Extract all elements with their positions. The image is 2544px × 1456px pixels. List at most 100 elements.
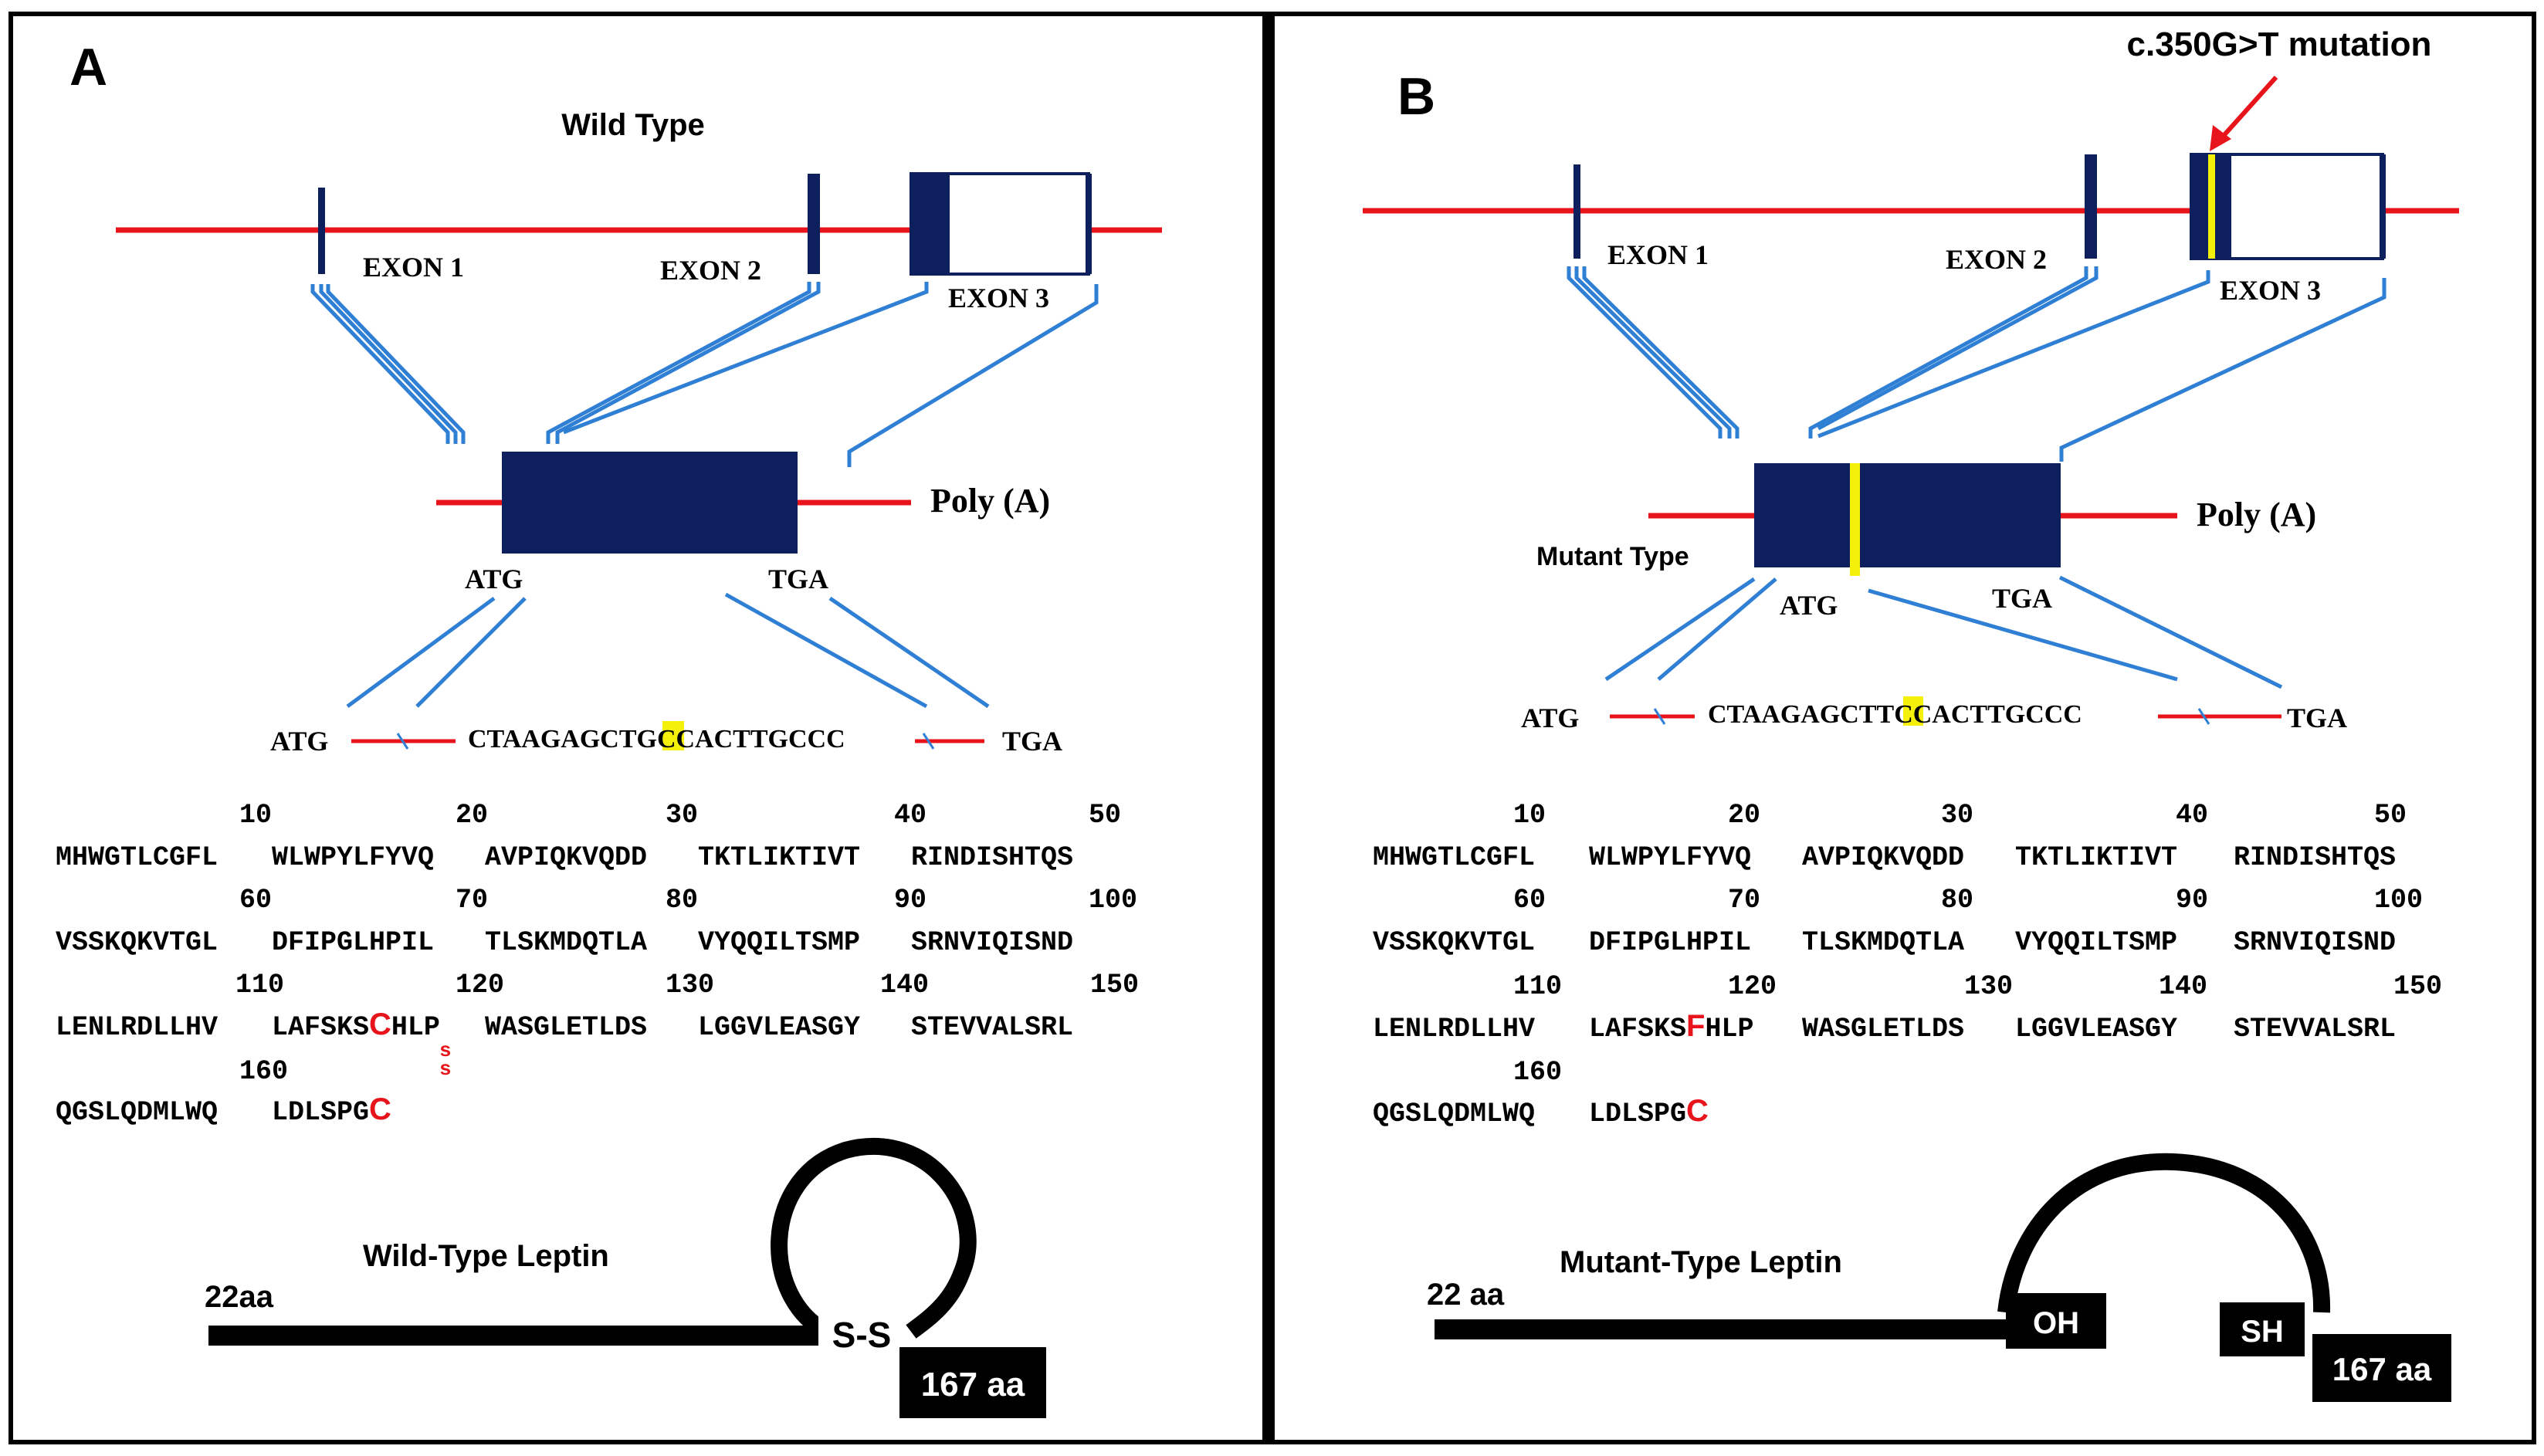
panel-a-gene-structure: EXON 1 EXON 2 EXON 3 (116, 172, 1162, 313)
exon-3-label: EXON 3 (2220, 275, 2321, 306)
panel-a-protein-diagram: Wild-Type Leptin 22aa S-S 167 aa (205, 1137, 1046, 1418)
mutation-site-marker (1850, 463, 1860, 576)
seq-tga: TGA (1002, 726, 1062, 757)
exon-2-box (808, 174, 820, 274)
aa-end-label: 167 aa (921, 1366, 1025, 1404)
panel-a-mrna: Poly (A) ATG TGA (436, 452, 1050, 594)
mutant-type-label: Mutant Type (1536, 542, 1689, 571)
connector (319, 284, 458, 444)
exon-2-label: EXON 2 (660, 255, 761, 286)
connector (1808, 266, 2088, 438)
tga-label: TGA (768, 564, 828, 594)
disulfide-mark: s (439, 1058, 452, 1081)
panel-a: A Wild Type EXON 1 EXON 2 EXON 3 (56, 38, 1162, 1418)
cysteine-residue: C (369, 1007, 391, 1041)
connector (828, 596, 990, 709)
oh-label: OH (2033, 1306, 2079, 1340)
seq-break-mark (396, 733, 409, 750)
connector (1604, 577, 1756, 682)
exon-3-end-bar (1086, 174, 1092, 274)
mutant-residue: F (1686, 1009, 1705, 1043)
connector (1868, 588, 2178, 682)
mutation-label: c.350G>T mutation (2127, 25, 2432, 63)
connector (1567, 266, 1723, 438)
connector (1574, 266, 1732, 438)
panel-b-gene-structure: EXON 1 EXON 2 EXON 3 (1363, 153, 2459, 306)
panel-a-splice-connectors (310, 282, 1099, 467)
coding-region-box (1754, 463, 2061, 567)
aa-end-box (2312, 1334, 2451, 1402)
cysteine-residue: C (1686, 1094, 1709, 1128)
seq-break-mark (1653, 708, 1666, 725)
seq-body: CTAAGAGCTTCCACTTGCCC (1708, 700, 2082, 729)
protein-label: Mutant-Type Leptin (1560, 1245, 1842, 1279)
panel-a-letter: A (69, 38, 107, 97)
panel-b-letter: B (1397, 67, 1435, 126)
exon-1-label: EXON 1 (363, 252, 464, 283)
seq-body: CTAAGAGCTGCCACTTGCCC (468, 725, 845, 753)
seq-atg: ATG (1521, 703, 1579, 733)
connector (555, 282, 821, 444)
atg-label: ATG (465, 564, 523, 594)
aa-end-label: 167 aa (2332, 1351, 2432, 1387)
panel-a-sequence-connectors (346, 592, 990, 709)
exon-3-label: EXON 3 (948, 283, 1049, 313)
arrow-icon (2210, 125, 2231, 151)
aa-start-label: 22aa (205, 1280, 274, 1314)
connector (2059, 278, 2386, 462)
panel-b-sequence-connectors (1604, 575, 2283, 689)
mutation-highlight (662, 721, 684, 750)
connector (1817, 266, 2099, 431)
panel-b: B c.350G>T mutation EXON 1 EXON 2 EXON 3 (1363, 25, 2459, 1402)
sh-box (2220, 1302, 2305, 1356)
poly-a-label: Poly (A) (2197, 496, 2316, 533)
connector (2058, 575, 2283, 689)
mutation-highlight (1903, 696, 1923, 726)
panel-b-mrna: Poly (A) Mutant Type ATG TGA (1536, 463, 2316, 621)
sh-label: SH (2241, 1315, 2284, 1349)
ruler-row: 160 (1513, 1057, 1562, 1088)
oh-box (2006, 1293, 2106, 1349)
tga-label: TGA (1992, 583, 2052, 614)
connector (1817, 270, 2210, 438)
atg-label: ATG (1780, 590, 1838, 621)
exon-1-box (1573, 164, 1580, 259)
panel-a-dna-sequence: ATG CTAAGAGCTGCCACTTGCCC TGA (270, 721, 1062, 757)
seq-atg: ATG (270, 726, 328, 757)
connector (1657, 577, 1777, 681)
coding-region-box (502, 452, 798, 554)
seq-break-mark (922, 733, 935, 750)
ruler-row: 160 (239, 1056, 288, 1087)
exon-3-coding-part (911, 174, 950, 274)
bond-label-bg (818, 1316, 905, 1356)
poly-a-label: Poly (A) (930, 482, 1050, 520)
disulfide-mark: s (439, 1039, 452, 1062)
connector (724, 592, 928, 709)
connector (415, 597, 527, 708)
ss-bond-label: S-S (832, 1315, 892, 1355)
panel-divider (1262, 14, 1275, 1442)
connector (310, 284, 450, 444)
seq-tga: TGA (2287, 703, 2347, 733)
connector (346, 596, 496, 709)
panel-b-splice-connectors (1567, 266, 2386, 462)
connector (326, 284, 466, 444)
cysteine-residue: C (369, 1092, 391, 1126)
protein-label: Wild-Type Leptin (363, 1239, 609, 1273)
